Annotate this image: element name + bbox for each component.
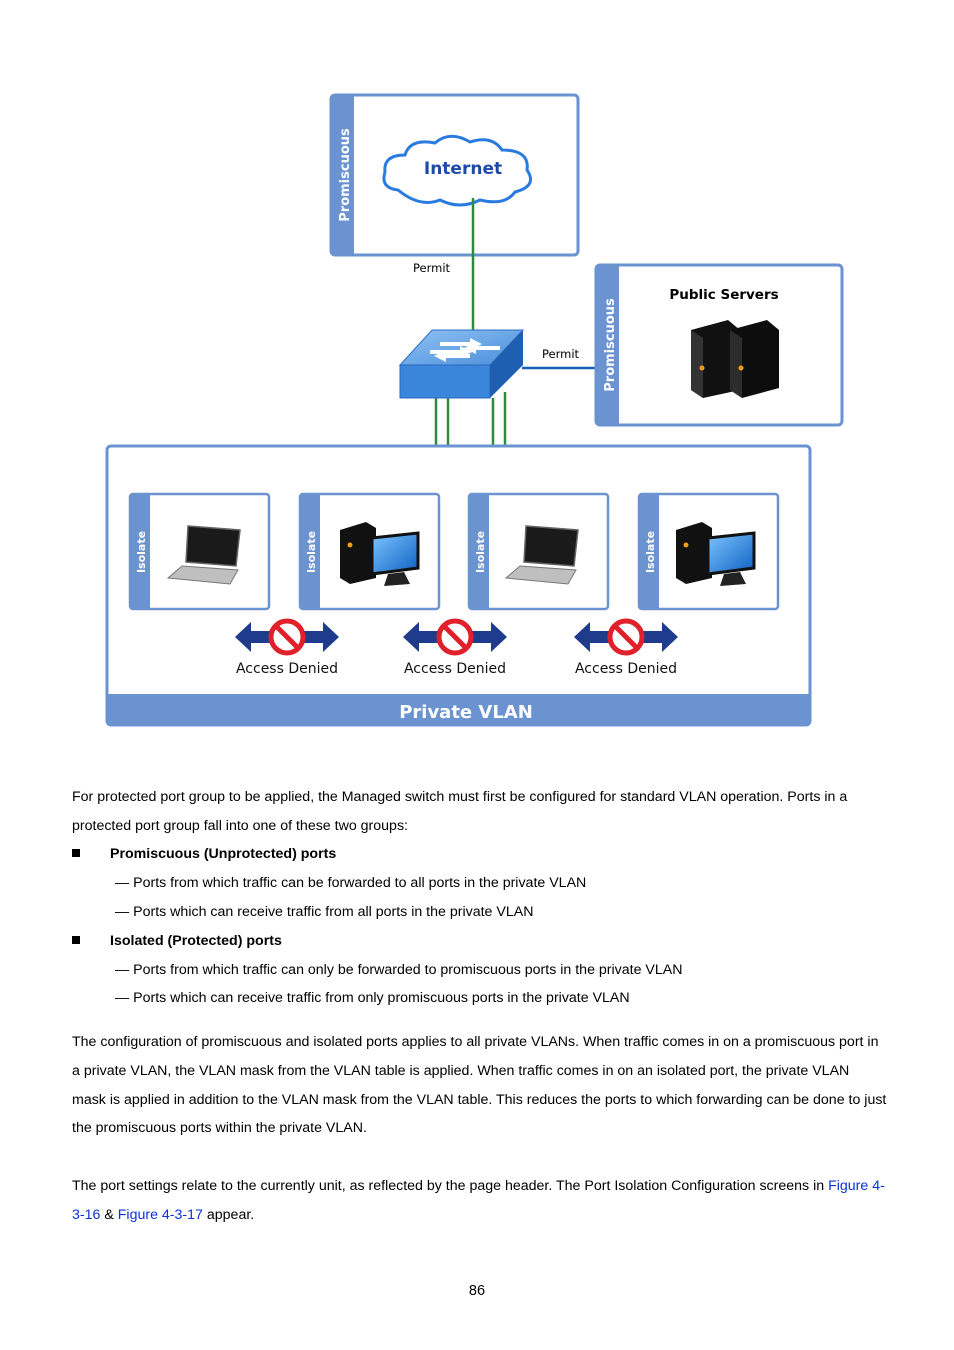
server-icon: [691, 320, 779, 398]
public-servers-label: Public Servers: [669, 287, 778, 303]
isolate-host-3: Isolate: [467, 492, 610, 611]
promiscuous-item-2: — Ports which can receive traffic from a…: [115, 904, 534, 920]
isolate-label: Isolate: [305, 531, 318, 573]
promiscuous-item-1: — Ports from which traffic can be forwar…: [115, 875, 587, 891]
isolate-label: Isolate: [474, 531, 487, 573]
internet-panel: Promiscuous Internet: [329, 93, 580, 257]
bullet-isolated-label: Isolated (Protected) ports: [110, 933, 282, 949]
isolate-label: Isolate: [644, 531, 657, 573]
desktop-icon: [676, 522, 756, 586]
access-denied-marker-1: [235, 618, 339, 656]
internet-cloud-icon: [382, 134, 532, 207]
bullet-promiscuous-label: Promiscuous (Unprotected) ports: [110, 846, 337, 862]
isolate-host-4: Isolate: [637, 492, 780, 611]
public-servers-panel: Promiscuous Public Servers: [594, 263, 844, 427]
figure-link-4-3-16[interactable]: Figure 4-3-16: [72, 1178, 885, 1223]
p3-text-start: The port settings relate to the currentl…: [72, 1178, 829, 1194]
promiscuous-label: Promiscuous: [603, 298, 618, 392]
permit-label-top: Permit: [413, 261, 451, 275]
isolated-item-2: — Ports which can receive traffic from o…: [115, 990, 630, 1006]
private-vlan-label: Private VLAN: [399, 702, 533, 723]
p3-text-end: appear.: [202, 1206, 255, 1223]
access-denied-label: Access Denied: [404, 661, 506, 677]
access-denied-label: Access Denied: [575, 661, 677, 677]
switch-icon: [398, 329, 525, 399]
isolate-label: Isolate: [135, 531, 148, 573]
config-paragraph: The configuration of promiscuous and iso…: [72, 1034, 887, 1137]
page-number: 86: [468, 1283, 486, 1299]
private-vlan-panel: Private VLAN: [105, 444, 812, 727]
permit-label-side: Permit: [542, 347, 580, 361]
isolated-item-1: — Ports from which traffic can only be f…: [115, 962, 683, 978]
bullet-isolated: Isolated (Protected) ports: [72, 927, 282, 955]
port-settings-paragraph: The port settings relate to the currentl…: [72, 1172, 887, 1230]
laptop-icon: [166, 525, 241, 585]
figure-link-4-3-17[interactable]: Figure 4-3-17: [117, 1206, 203, 1223]
internet-label: Internet: [424, 159, 502, 179]
desktop-icon: [340, 522, 420, 586]
isolate-host-2: Isolate: [298, 492, 441, 611]
bullet-square-icon: [72, 936, 80, 944]
access-denied-label: Access Denied: [236, 661, 338, 677]
bullet-promiscuous: Promiscuous (Unprotected) ports: [72, 840, 336, 868]
access-denied-marker-2: [403, 618, 507, 656]
bullet-square-icon: [72, 849, 80, 857]
access-denied-marker-3: [574, 618, 678, 656]
intro-paragraph: For protected port group to be applied, …: [72, 789, 848, 834]
isolate-host-1: Isolate: [128, 492, 271, 611]
laptop-icon: [504, 525, 579, 585]
p3-text-mid: &: [100, 1206, 118, 1223]
private-vlan-diagram: Promiscuous Internet Permit Permit Promi…: [105, 93, 844, 727]
promiscuous-label: Promiscuous: [338, 128, 353, 222]
